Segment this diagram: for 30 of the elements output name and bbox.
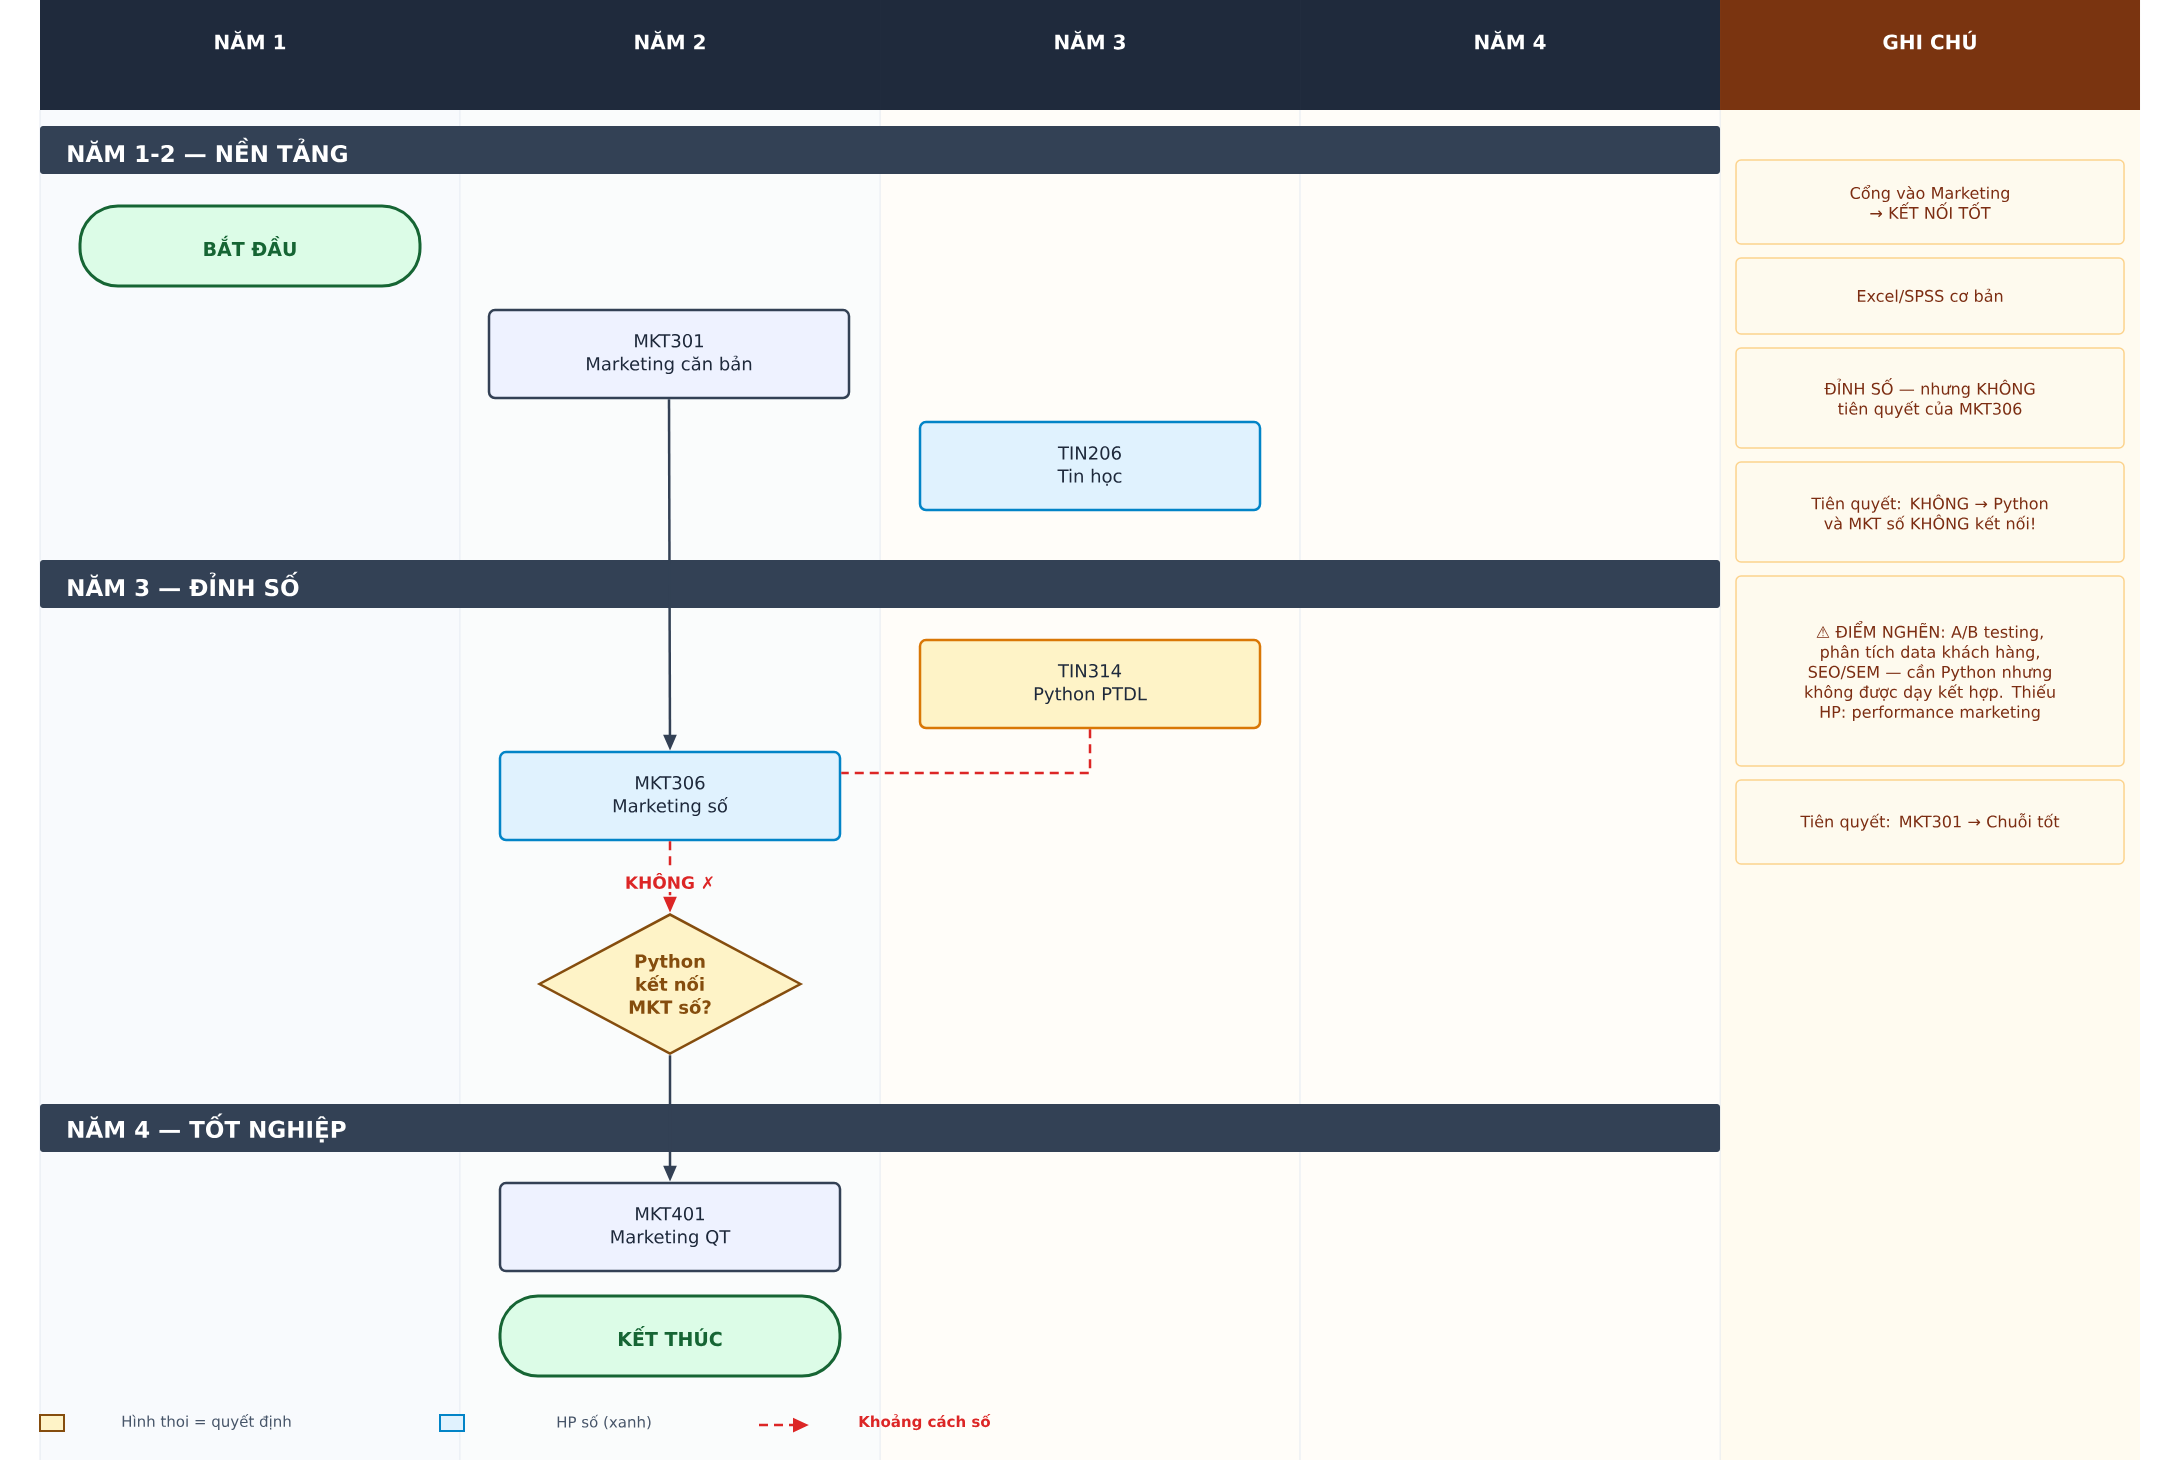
note-box: ⚠ ĐIỂM NGHẼN: A/B testing, phân tích data khách hàng, SEO/SEM — cần Python nhưng không được dạy kết hợp. Thiếu HP: performance marketing [1735, 575, 2125, 767]
course-box: MKT301 Marketing căn bản [487, 308, 851, 400]
header-cell: NĂM 4 [1300, 0, 1720, 110]
note-box: ĐỈNH SỐ — nhưng KHÔNG tiên quyết của MKT306 [1735, 347, 2125, 449]
course-box: TIN206 Tin học [918, 420, 1262, 512]
header-cell: GHI CHÚ [1720, 0, 2140, 110]
header-cell: NĂM 1 [40, 0, 460, 110]
band-title: NĂM 4 — TỐT NGHIỆP [68, 1113, 346, 1143]
node-label: NĂM 1 [215, 30, 286, 50]
header-cell: NĂM 2 [460, 0, 880, 110]
course-box: MKT306 Marketing số [498, 750, 842, 842]
note-box: Tiên quyết: MKT301 → Chuỗi tốt [1735, 779, 2125, 865]
start-terminal: BẮT ĐẦU [78, 204, 422, 288]
legend-text: Khoảng cách số [859, 1413, 991, 1431]
band-title: NĂM 3 — ĐỈNH SỐ [68, 571, 299, 597]
end-terminal: KẾT THÚC [498, 1294, 842, 1378]
course-box: MKT401 Marketing QT [498, 1181, 842, 1273]
edge-label: KHÔNG ✗ [621, 870, 719, 892]
header-cell: NĂM 3 [880, 0, 1300, 110]
note-box: Tiên quyết: KHÔNG → Python và MKT số KHÔNG kết nối! [1735, 461, 2125, 563]
course-box: TIN314 Python PTDL [918, 638, 1262, 730]
connector-line [841, 729, 1092, 775]
note-box: Excel/SPSS cơ bản [1735, 257, 2125, 335]
node-label: NĂM 4 [1475, 30, 1546, 50]
legend-text: HP số (xanh) [557, 1414, 651, 1430]
note-box: Cổng vào Marketing → KẾT NỐI TỐT [1735, 159, 2125, 245]
node-label: NĂM 3 [1055, 30, 1125, 50]
band-title: NĂM 1-2 — NỀN TẢNG [68, 137, 347, 163]
node-label: NĂM 2 [635, 30, 705, 50]
legend-text: Hình thoi = quyết định [122, 1414, 291, 1430]
